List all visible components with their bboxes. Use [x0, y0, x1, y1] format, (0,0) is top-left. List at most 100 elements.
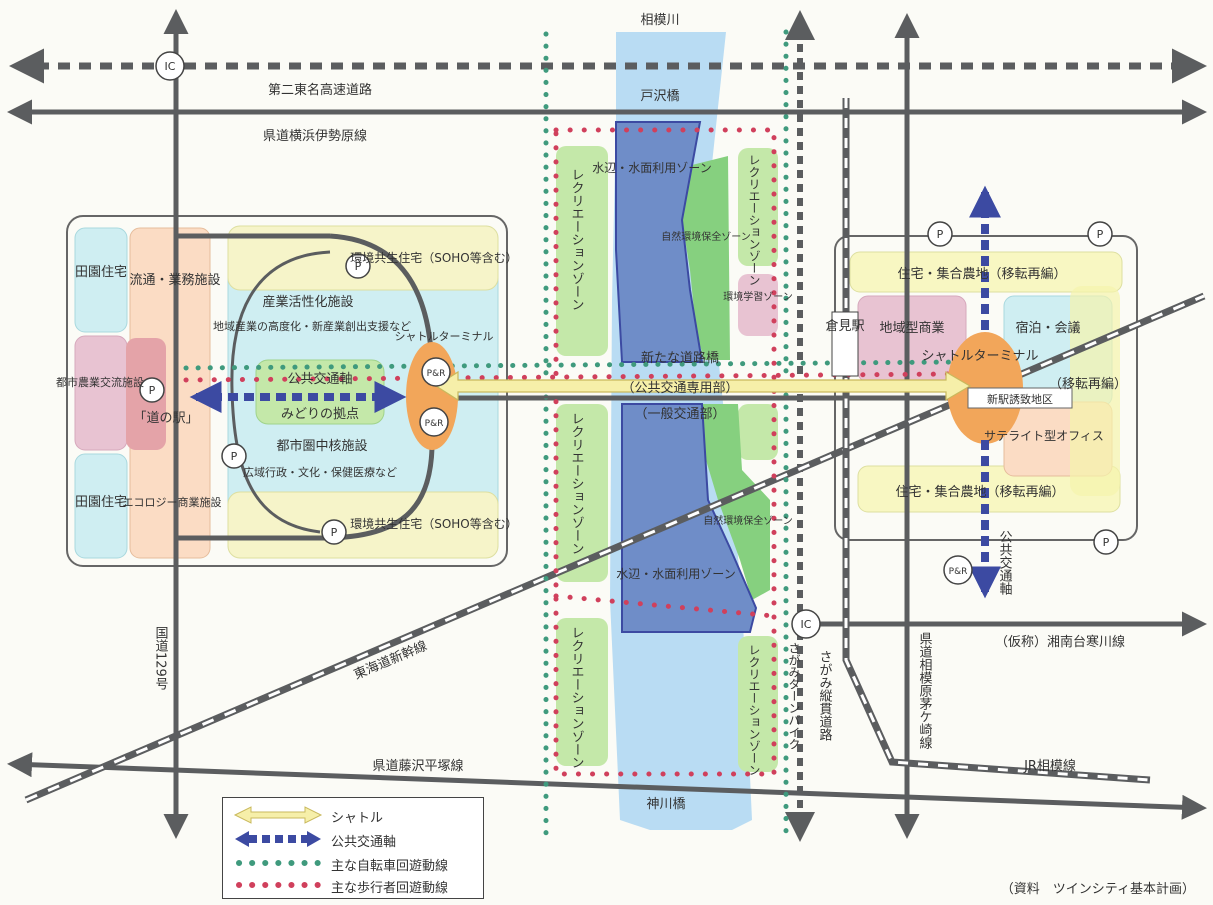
env-learning-zone	[738, 274, 778, 336]
recreation-label-west-middle: レクリエーションゾーン	[569, 412, 584, 555]
kurami-station-label: 倉見駅	[825, 319, 864, 334]
svg-text:P: P	[937, 228, 944, 241]
parking-marker: P	[1087, 221, 1113, 247]
river-title: 相模川	[640, 13, 679, 28]
svg-text:IC: IC	[801, 618, 812, 631]
recreation-zone-east-lower	[738, 636, 778, 772]
industry-note: 地域産業の高度化・新産業創出支援など	[213, 319, 411, 333]
new-bridge-label: 新たな道路橋	[641, 350, 719, 366]
svg-text:P: P	[355, 260, 362, 273]
rural-housing-upper-zone	[74, 227, 128, 333]
legend: シャトル 公共交通軸 主な自転車回遊動線 主な歩行者回遊動線	[222, 797, 484, 899]
legend-walk-label: 主な歩行者回遊動線	[331, 881, 449, 896]
sagami-jukan-label: さがみ縦貫道路	[817, 650, 833, 741]
rural-housing-upper-label: 田園住宅	[75, 265, 127, 280]
svg-text:P&R: P&R	[949, 567, 968, 577]
local-commerce-label: 地域型商業	[879, 320, 944, 336]
new-station-district-box	[967, 387, 1073, 409]
legend-shuttle-label: シャトル	[331, 811, 384, 826]
legend-bike-label: 主な自転車回遊動線	[331, 859, 449, 874]
recreation-label-east-upper: レクリエーションゾーン	[747, 154, 761, 286]
relocation-label: （移転再編）	[1049, 376, 1127, 392]
nature-zone-lower	[700, 404, 770, 600]
parking-marker: P	[139, 377, 165, 403]
parking-marker: P	[321, 519, 347, 545]
pref-fujisawa-hiratsuka-road	[7, 752, 1207, 820]
pref-fujisawa-hiratsuka-label: 県道藤沢平塚線	[372, 758, 463, 774]
transit-arrow-icon	[235, 831, 321, 847]
route129-label: 国道129号	[153, 626, 169, 690]
core-note: 広域行政・文化・保健医療など	[243, 465, 397, 479]
svg-text:P&R: P&R	[425, 419, 444, 429]
rural-housing-lower-label: 田園住宅	[75, 495, 127, 510]
env-learning-label: 環境学習ゾーン	[723, 290, 793, 303]
lodging-label: 宿泊・会議	[1015, 320, 1080, 336]
housing-lower-label: 住宅・集合農地（移転再編）	[895, 484, 1064, 500]
parking-marker: P	[345, 253, 371, 279]
sagami-loop-label: さがみターンパイク	[787, 642, 801, 750]
legend-shuttle-row: シャトル	[223, 804, 485, 826]
east-shuttle-terminal-label: シャトルターミナル	[921, 349, 1038, 364]
recreation-zone-east-upper	[738, 148, 778, 266]
bike-route-icon	[236, 860, 322, 866]
svg-text:P: P	[331, 526, 338, 539]
source-note: （資料 ツインシティ基本計画）	[1000, 882, 1195, 897]
eco-housing-lower-zone	[227, 491, 499, 559]
walk-route-lower	[553, 593, 777, 619]
pref-yokohama-isehara-label: 県道横浜伊勢原線	[263, 128, 367, 144]
nature-upper-label: 自然環境保全ゾーン	[661, 230, 751, 243]
shuttle-arrow[interactable]	[434, 370, 972, 402]
industry-label: 産業活性化施設	[262, 294, 353, 310]
parking-marker: P	[927, 221, 953, 247]
west-shuttle-terminal-label: シャトルターミナル	[395, 330, 494, 343]
jr-sagami-dash	[844, 98, 1151, 782]
green-hub-label: みどりの拠点	[281, 407, 359, 422]
ic-marker-east: IC	[791, 609, 821, 639]
recreation-zone-east-middle	[738, 404, 778, 460]
shuttle-arrow-icon	[233, 806, 323, 824]
waterside-upper-label: 水辺・水面利用ゾーン	[592, 161, 711, 175]
kurami-station-box	[831, 311, 859, 377]
core-facility-label: 都市圏中核施設	[276, 438, 367, 454]
parking-marker: P	[1093, 529, 1119, 555]
legend-bike-row: 主な自転車回遊動線	[223, 852, 485, 874]
nature-lower-label: 自然環境保全ゾーン	[703, 514, 793, 527]
parking-marker: P	[221, 443, 247, 469]
rural-housing-lower-zone	[74, 453, 128, 559]
svg-text:P: P	[1097, 228, 1104, 241]
west-transit-axis-label: 公共交通軸	[287, 371, 352, 387]
recreation-zone-west-middle	[556, 404, 608, 582]
legend-walk-row: 主な歩行者回遊動線	[223, 874, 485, 896]
recreation-zone-west-upper	[556, 146, 608, 356]
michi-no-eki-label: 「道の駅」	[133, 411, 198, 426]
transit-lane-label: （公共交通専用部）	[621, 380, 738, 396]
walk-route-crossing	[183, 371, 957, 383]
park-ride-marker: P&R	[421, 357, 451, 387]
bike-route-crossing	[183, 359, 963, 371]
svg-text:P: P	[231, 450, 238, 463]
svg-text:P: P	[149, 384, 156, 397]
agri-exchange-zone	[74, 335, 128, 451]
park-ride-marker: P&R	[419, 407, 449, 437]
svg-text:P&R: P&R	[427, 369, 446, 379]
nature-zone-upper	[680, 156, 730, 360]
walk-route-icon	[236, 882, 322, 888]
tozawa-bridge-label: 戸沢橋	[640, 89, 679, 104]
jr-sagami-label: JR相模線	[1023, 758, 1076, 774]
housing-upper-label: 住宅・集合農地（移転再編）	[897, 266, 1066, 282]
satellite-office-label: サテライト型オフィス	[984, 429, 1104, 443]
ic-marker-west: IC	[155, 51, 185, 81]
legend-transit-row: 公共交通軸	[223, 828, 485, 850]
park-ride-marker: P&R	[943, 555, 973, 585]
waterside-lower-label: 水辺・水面利用ゾーン	[616, 567, 735, 581]
recreation-label-west-upper: レクリエーションゾーン	[569, 168, 584, 311]
eco-commerce-label: エコロジー商業施設	[123, 495, 222, 509]
eco-housing-lower-label: 環境共生住宅（SOHO等含む）	[350, 516, 518, 531]
general-lane-label: （一般交通部）	[634, 406, 725, 422]
legend-transit-label: 公共交通軸	[331, 835, 397, 850]
recreation-label-east-lower: レクリエーションゾーン	[747, 644, 761, 776]
kamikawa-bridge-label: 神川橋	[646, 797, 685, 812]
shonan-road-label: （仮称）湘南台寒川線	[995, 634, 1125, 650]
new-station-district-label: 新駅誘致地区	[987, 392, 1053, 406]
